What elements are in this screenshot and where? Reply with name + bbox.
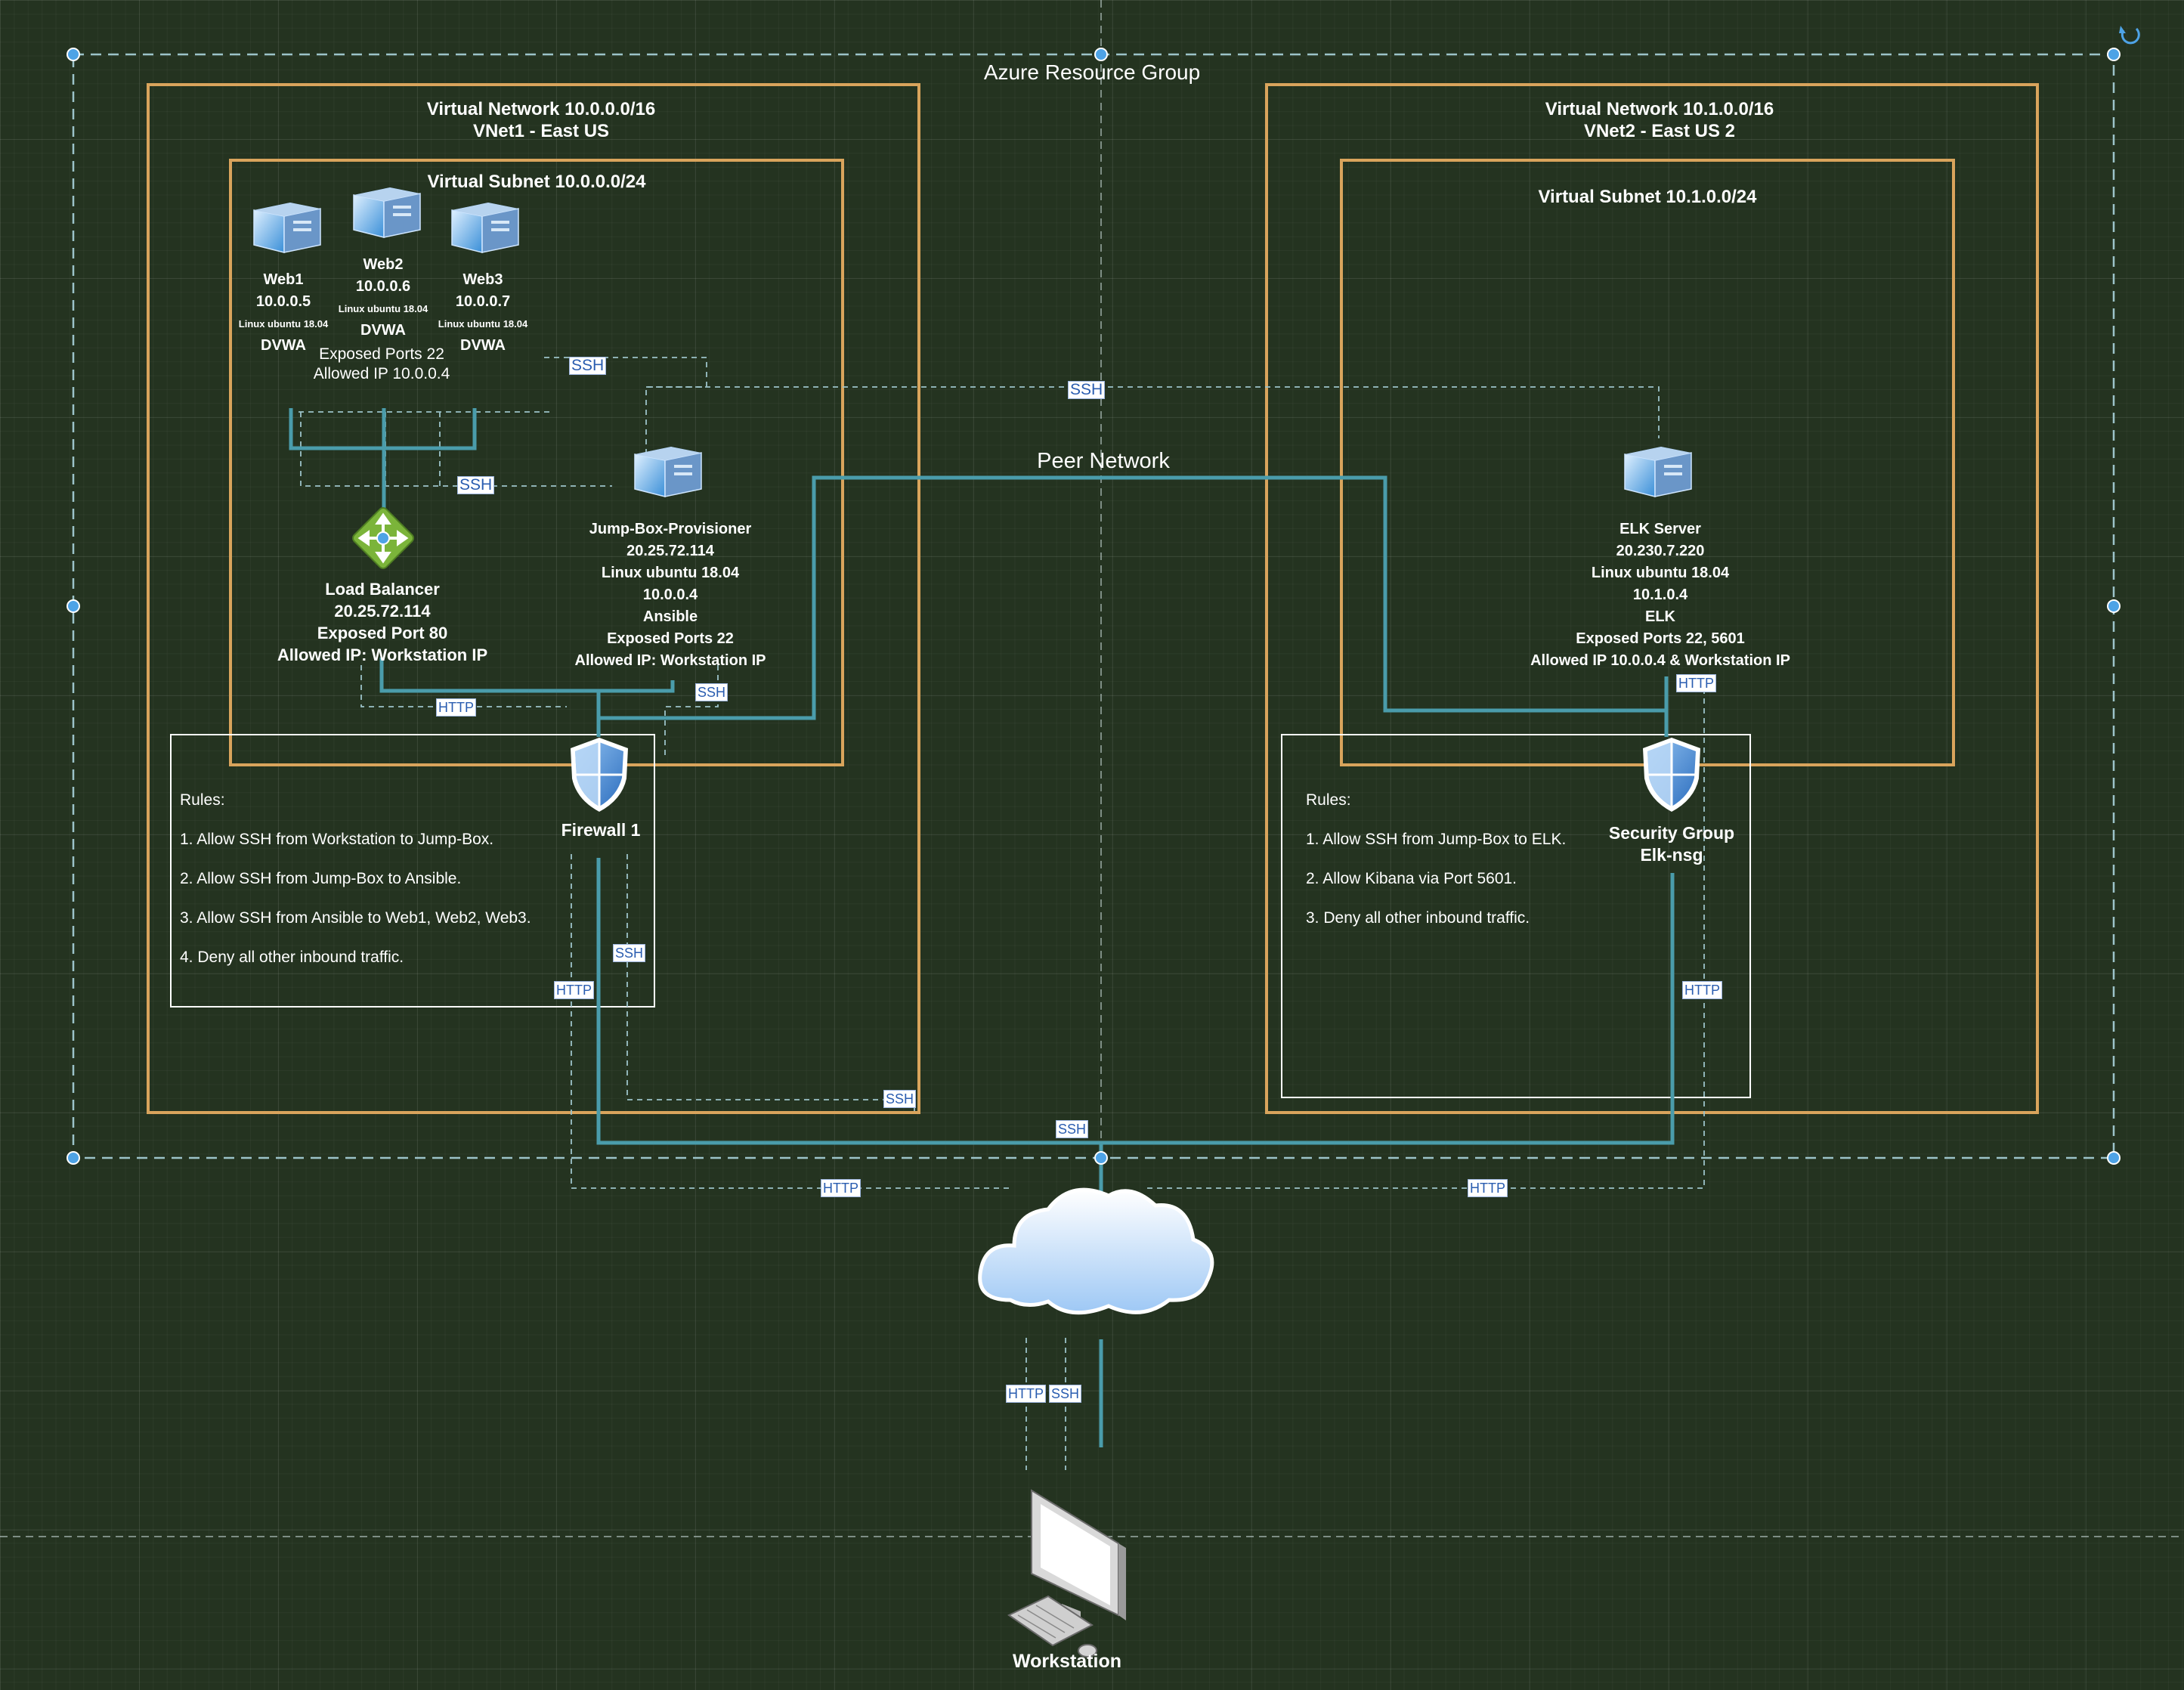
workstation-label[interactable]: Workstation [1013,1651,1121,1672]
resource-group-title[interactable]: Azure Resource Group [983,60,1201,84]
tag-ssh-jumpbox-elk[interactable]: SSH [1068,381,1106,399]
elk-vm-icon[interactable] [1624,446,1692,497]
dashed-flows [299,357,1705,1470]
resize-handle-mid-left[interactable] [67,599,80,613]
firewall-rule-3: 3. Allow SSH from Ansible to Web1, Web2,… [180,909,531,927]
nsg-shield-icon[interactable] [1641,736,1702,813]
firewall-rule-1: 1. Allow SSH from Workstation to Jump-Bo… [180,831,494,848]
tag-http-nsg[interactable]: HTTP [1682,981,1722,999]
tag-ssh-jumpbox-firewall[interactable]: SSH [695,683,729,701]
firewall-shield-icon[interactable] [569,736,630,813]
tag-ssh-cloud-trunk[interactable]: SSH [1056,1120,1089,1138]
web3-vm-icon[interactable] [451,202,519,253]
tag-http-right-cloud[interactable]: HTTP [1468,1179,1508,1197]
nsg-rules-box[interactable] [1281,734,1751,1098]
nsg-rule-3: 3. Deny all other inbound traffic. [1306,909,1530,927]
vnet2-subnet-title[interactable]: Virtual Subnet 10.1.0.0/24 [1538,187,1757,207]
vnet1-box[interactable] [147,83,920,1114]
resize-handle-bottom-right[interactable] [2107,1151,2121,1165]
firewall-rules-title: Rules: [180,791,225,809]
load-balancer-icon[interactable] [351,506,416,571]
firewall-rule-2: 2. Allow SSH from Jump-Box to Ansible. [180,870,462,887]
tag-http-elk[interactable]: HTTP [1676,674,1716,692]
rotate-icon[interactable] [2119,26,2140,45]
tag-ssh-jumpbox-web[interactable]: SSH [569,357,607,375]
tag-ssh-workstation[interactable]: SSH [1049,1385,1082,1403]
peer-network-label[interactable]: Peer Network [1037,449,1170,473]
resize-handle-top-left[interactable] [67,48,80,61]
tag-ssh-bottom-firewall[interactable]: SSH [883,1090,917,1108]
resize-handle-top-center[interactable] [1094,48,1108,61]
resize-handle-top-right[interactable] [2107,48,2121,61]
resize-handle-bottom-left[interactable] [67,1151,80,1165]
nsg-rule-2: 2. Allow Kibana via Port 5601. [1306,870,1517,887]
jumpbox-vm-icon[interactable] [634,446,702,497]
vnet2-box[interactable] [1265,83,2039,1114]
solid-connections [289,408,1675,1447]
resize-handle-mid-right[interactable] [2107,599,2121,613]
nsg-rules-title: Rules: [1306,791,1351,809]
workstation-icon[interactable] [1007,1489,1126,1658]
tag-http-lb[interactable]: HTTP [436,698,476,717]
web2-vm-icon[interactable] [353,187,421,238]
vnet1-subnet-box[interactable] [229,159,844,766]
resize-handle-bottom-center[interactable] [1094,1151,1108,1165]
vnet1-subnet-title[interactable]: Virtual Subnet 10.0.0.0/24 [427,172,646,192]
firewall-rules-box[interactable] [170,734,655,1008]
firewall-rule-4: 4. Deny all other inbound traffic. [180,949,404,966]
nsg-rule-1: 1. Allow SSH from Jump-Box to ELK. [1306,831,1567,848]
cloud-icon[interactable] [978,1187,1214,1315]
tag-http-left-cloud[interactable]: HTTP [821,1179,861,1197]
tag-http-firewall[interactable]: HTTP [554,981,594,999]
tag-ssh-web-lb[interactable]: SSH [457,476,495,494]
tag-ssh-firewall[interactable]: SSH [613,944,646,962]
web1-vm-icon[interactable] [253,202,321,253]
firewall-label[interactable]: Firewall 1 [561,820,641,840]
tag-http-workstation[interactable]: HTTP [1006,1385,1046,1403]
